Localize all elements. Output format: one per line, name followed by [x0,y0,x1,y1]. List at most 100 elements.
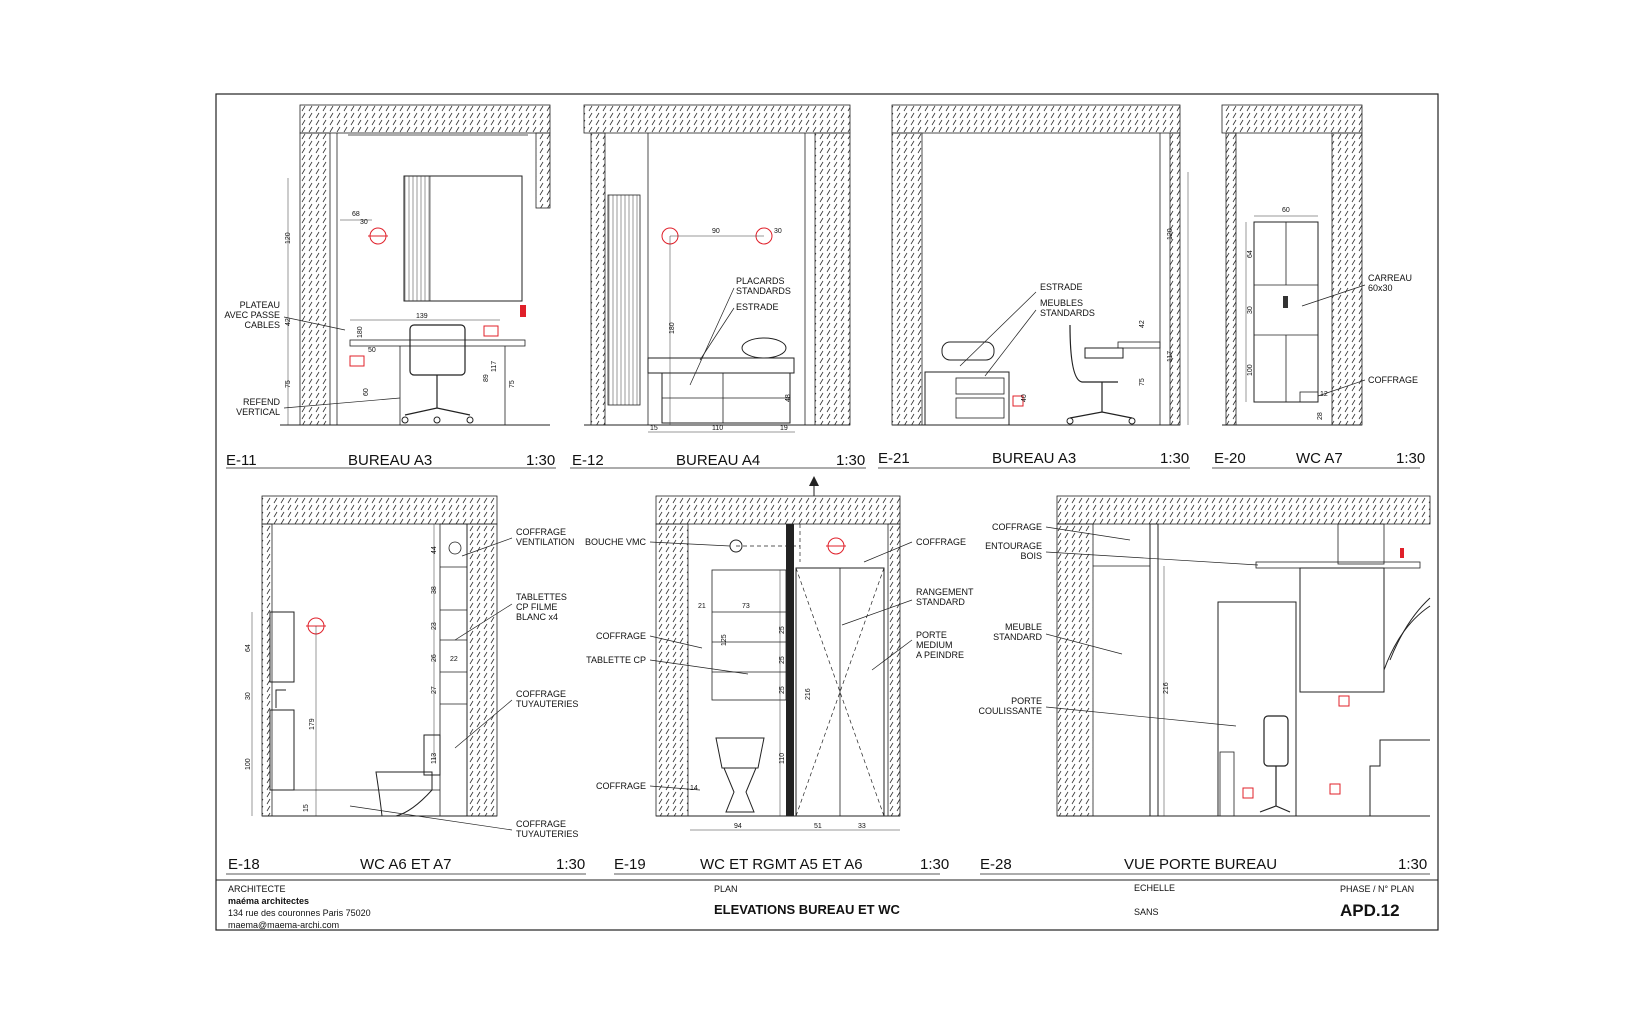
note-text: COFFRAGE [516,527,566,537]
note-text: CP FILME [516,602,557,612]
note-text: MEDIUM [916,640,953,650]
dimension-value: 60 [1282,207,1290,214]
dimension-value: 117 [1167,351,1174,362]
note-text: STANDARD [993,632,1042,642]
elevation-name: WC A6 ET A7 [360,856,451,873]
note-text: ESTRADE [736,302,779,312]
dimension-value: 179 [309,718,316,730]
dimension-value: 27 [431,686,438,694]
dimension-value: 73 [742,603,750,610]
elevation-e19: BOUCHE VMC COFFRAGE TABLETTE CP COFFRAGE… [585,476,974,875]
dimension-value: 180 [357,326,364,338]
note-text: BLANC x4 [516,612,558,622]
dimension-value: 100 [245,758,252,770]
note-text: TUYAUTERIES [516,829,578,839]
dimension-value: 90 [712,228,720,235]
dimension-value: 113 [431,753,438,764]
note-text: TUYAUTERIES [516,699,578,709]
wall-hatch [1169,132,1181,426]
cushion [941,341,995,361]
plan-number: APD.12 [1340,901,1400,920]
note-text: COFFRAGE [1368,375,1418,385]
plan-title: ELEVATIONS BUREAU ET WC [714,902,900,917]
elevation-id: E-20 [1214,450,1246,467]
dimension-value: 19 [780,425,788,432]
dimension-value: 216 [1163,682,1170,694]
socket-marker [483,325,499,337]
elevation-name: BUREAU A3 [992,450,1076,467]
dimension-value: 120 [1167,228,1174,240]
dimension-value: 64 [1247,250,1254,258]
dimension-value: 94 [734,823,742,830]
wall-hatch [891,132,923,426]
dimension-value: 30 [245,692,252,700]
note-text: BOIS [1020,551,1042,561]
dimension-value: 75 [509,380,516,388]
elevation-e12: PLACARDS STANDARDS ESTRADE 90 30 180 48 … [570,104,866,469]
dimension-value: 216 [805,688,812,700]
scale-label: ECHELLE [1134,883,1175,893]
plan-label: PLAN [714,884,738,894]
elevation-e28: COFFRAGE ENTOURAGE BOIS MEUBLE STANDARD … [978,495,1431,875]
elevation-scale: 1:30 [526,452,555,469]
dimension-value: 38 [431,586,438,594]
note-text: VERTICAL [236,407,280,417]
architect-address: 134 rue des couronnes Paris 75020 [228,908,371,918]
note-text: COFFRAGE [596,781,646,791]
dimension-value: 64 [245,644,252,652]
dimension-value: 25 [779,626,786,634]
wall-hatch [535,132,551,209]
elevation-scale: 1:30 [836,452,865,469]
socket-marker [1329,783,1341,795]
toilet [715,737,765,813]
note-text: STANDARDS [736,286,791,296]
dimension-value: 42 [1139,320,1146,328]
dimension-value: 25 [779,686,786,694]
note-text: PLACARDS [736,276,785,286]
desk-top [349,339,526,347]
note-text: CABLES [244,320,280,330]
partition [786,524,794,816]
elevation-name: BUREAU A4 [676,452,760,469]
note-text: COFFRAGE [992,522,1042,532]
dimension-value: 50 [368,347,376,354]
note-text: MEUBLES [1040,298,1083,308]
wall-hatch [299,132,331,426]
mirror [269,611,295,683]
dimension-value: 89 [483,374,490,382]
wall-hatch [655,523,689,817]
socket-marker [1338,695,1350,707]
note-text: PORTE [916,630,947,640]
estrade-platform [924,371,1010,426]
note-text: ESTRADE [1040,282,1083,292]
cabinet-panel [1299,567,1385,693]
wall-hatch [1056,523,1094,817]
wall-hatch [887,523,901,817]
toilet [375,734,441,817]
shaft-column [439,523,468,817]
dimension-value: 25 [779,656,786,664]
note-text: RANGEMENT [916,587,974,597]
elevation-scale: 1:30 [1396,450,1425,467]
scale-value: SANS [1134,907,1159,917]
note-text: 60x30 [1368,283,1393,293]
shelf-unit [711,569,787,701]
dimension-value: 15 [303,804,310,812]
wall-hatch [1331,132,1363,426]
dimension-value: 100 [1247,364,1254,376]
elevation-scale: 1:30 [1398,856,1427,873]
dimension-value: 110 [779,753,786,764]
elevation-name: WC A7 [1296,450,1343,467]
note-text: COFFRAGE [516,819,566,829]
elevation-name: VUE PORTE BUREAU [1124,856,1277,873]
note-text: COULISSANTE [978,706,1042,716]
note-text: COFFRAGE [516,689,566,699]
elevation-id: E-28 [980,856,1012,873]
note-text: PLATEAU [240,300,280,310]
wall-hatch [590,132,606,426]
dimension-value: 42 [285,318,292,326]
dimension-value: 15 [650,425,658,432]
dimension-value: 12 [1320,391,1328,398]
wall-hatch [655,495,901,525]
